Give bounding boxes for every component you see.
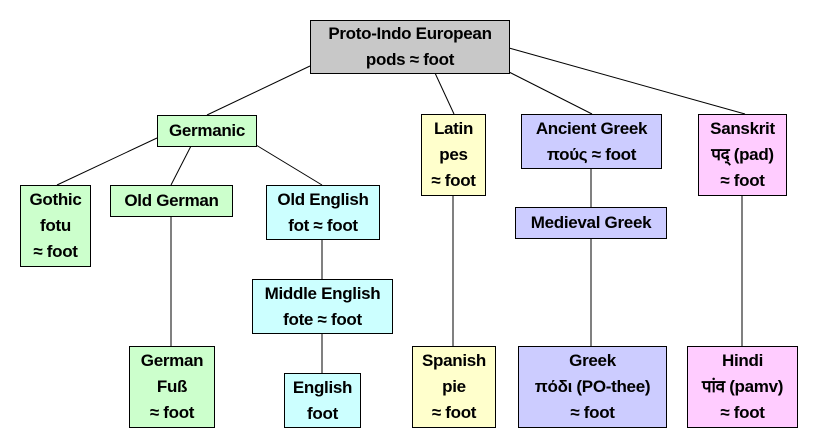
node-title: Hindi: [722, 351, 763, 370]
node-germanic: Germanic: [157, 115, 257, 147]
edge-root-latin: [434, 72, 455, 115]
node-word: πόδι (PO-thee): [534, 377, 651, 396]
node-english: English foot: [284, 373, 361, 428]
node-meaning: ≈ foot: [33, 242, 78, 261]
edge-germanic-gothic: [56, 137, 158, 186]
node-medieval-greek: Medieval Greek: [515, 207, 667, 239]
node-title: Proto-Indo European: [328, 24, 492, 43]
node-title: Germanic: [168, 121, 246, 140]
node-title: Sanskrit: [710, 119, 775, 138]
node-title: German: [140, 351, 204, 370]
node-title: Gothic: [29, 190, 82, 209]
node-title: Medieval Greek: [530, 213, 652, 232]
node-title: English: [292, 377, 353, 397]
node-word: pie: [442, 377, 466, 396]
node-title: Old English: [277, 189, 369, 209]
node-old-english: Old English fot ≈ foot: [266, 185, 380, 240]
node-word: foot: [307, 403, 338, 423]
node-ancient-greek: Ancient Greek πούς ≈ foot: [521, 114, 662, 169]
node-proto-indo-european: Proto-Indo European pods ≈ foot: [310, 20, 510, 74]
node-latin: Latin pes ≈ foot: [421, 114, 486, 196]
node-middle-english: Middle English fote ≈ foot: [252, 279, 393, 334]
node-greek: Greek πόδι (PO-thee) ≈ foot: [518, 346, 667, 428]
node-word: pes: [439, 145, 468, 164]
node-word: fote ≈ foot: [283, 309, 362, 329]
node-title: Latin: [433, 119, 474, 138]
node-old-german: Old German: [110, 185, 233, 217]
node-gothic: Gothic fotu ≈ foot: [20, 185, 91, 267]
node-meaning: ≈ foot: [570, 403, 615, 422]
node-title: Middle English: [264, 283, 381, 303]
node-title: Greek: [569, 351, 616, 370]
node-word: fotu: [40, 216, 71, 235]
node-word: fot ≈ foot: [288, 215, 358, 235]
node-title: Old German: [124, 191, 219, 210]
node-meaning: ≈ foot: [149, 403, 195, 422]
node-title: Spanish: [421, 351, 487, 370]
node-spanish: Spanish pie ≈ foot: [412, 346, 496, 428]
node-hindi: Hindi पांव (pamv) ≈ foot: [687, 346, 798, 428]
node-german: German Fuß ≈ foot: [129, 346, 215, 428]
edge-germanic-old-german: [170, 145, 192, 186]
edge-root-sanskrit: [508, 47, 746, 115]
node-word: πούς ≈ foot: [546, 144, 637, 164]
node-meaning: ≈ foot: [720, 171, 765, 190]
edge-root-ancient-greek: [508, 71, 593, 115]
node-meaning: ≈ foot: [431, 403, 477, 422]
node-sanskrit: Sanskrit पद् (pad) ≈ foot: [698, 114, 787, 196]
node-meaning: ≈ foot: [431, 171, 476, 190]
node-word: pods ≈ foot: [365, 50, 455, 69]
node-word: पद् (pad): [711, 145, 774, 164]
node-meaning: ≈ foot: [720, 403, 765, 422]
node-word: Fuß: [156, 377, 188, 396]
node-word: पांव (pamv): [701, 377, 784, 396]
edge-germanic-old-english: [255, 144, 323, 186]
node-title: Ancient Greek: [535, 118, 648, 138]
edge-root-germanic: [206, 65, 311, 116]
